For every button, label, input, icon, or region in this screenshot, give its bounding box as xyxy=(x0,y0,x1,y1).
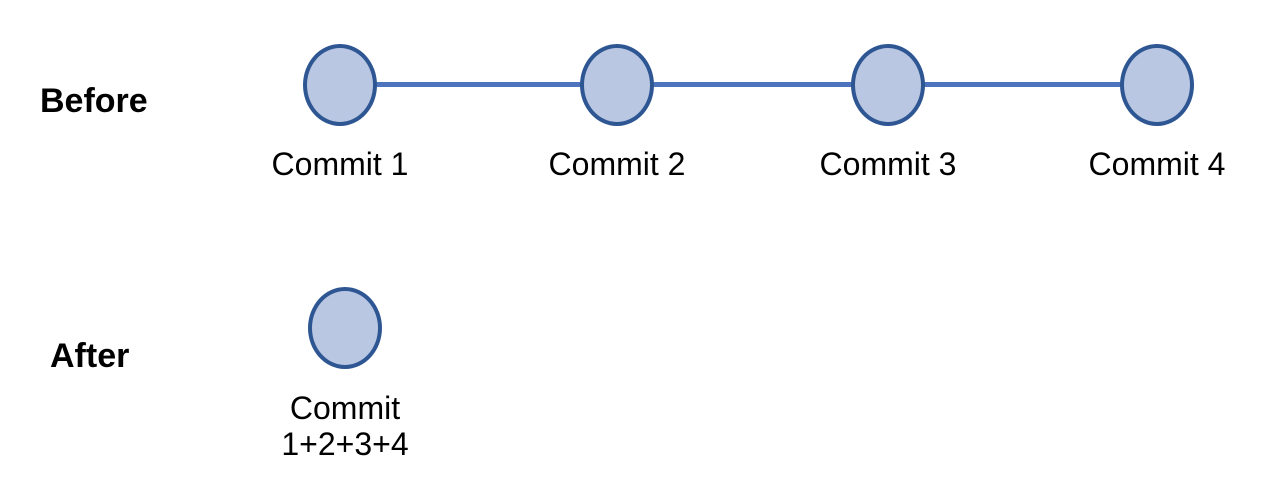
commit-connector-line xyxy=(340,82,1157,87)
commit-label: Commit 2 xyxy=(548,146,686,182)
squashed-commit-node: Commit 1+2+3+4 xyxy=(265,287,425,462)
commit-label: Commit 3 xyxy=(819,146,957,182)
commit-node-4: Commit 4 xyxy=(1077,44,1237,182)
commit-label: Commit 4 xyxy=(1088,146,1226,182)
commit-node-3: Commit 3 xyxy=(808,44,968,182)
commit-label-line2: 1+2+3+4 xyxy=(281,426,409,462)
before-row-label: Before xyxy=(40,82,148,120)
commit-node-1: Commit 1 xyxy=(260,44,420,182)
commit-circle xyxy=(303,44,377,126)
commit-label: Commit 1 xyxy=(271,146,409,182)
commit-circle xyxy=(308,287,382,369)
after-row-label: After xyxy=(50,337,130,375)
commit-circle xyxy=(851,44,925,126)
commit-node-2: Commit 2 xyxy=(537,44,697,182)
commit-label-line1: Commit xyxy=(289,390,401,426)
commit-circle xyxy=(1120,44,1194,126)
commit-circle xyxy=(580,44,654,126)
commit-label: Commit 1+2+3+4 xyxy=(281,390,408,462)
